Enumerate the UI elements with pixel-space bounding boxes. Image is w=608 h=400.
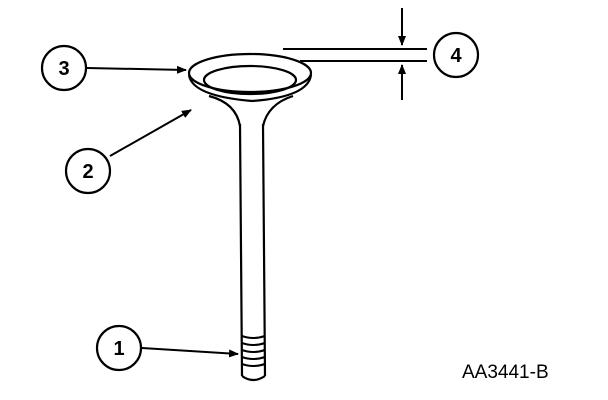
svg-text:4: 4 — [450, 45, 462, 67]
callout-1: 1 — [95, 324, 143, 372]
valve-head-inner — [202, 64, 298, 96]
callout-4: 4 — [432, 31, 480, 79]
valve-stem-right — [261, 123, 267, 377]
callout-2: 2 — [64, 147, 112, 195]
leader-lines — [86, 65, 239, 358]
leader-2 — [109, 109, 192, 157]
svg-text:1: 1 — [113, 338, 124, 360]
valve-stem-tip — [241, 375, 266, 382]
svg-text:3: 3 — [58, 58, 69, 80]
svg-text:2: 2 — [82, 161, 93, 183]
keeper-grooves — [241, 335, 266, 367]
margin-dimension — [283, 8, 427, 100]
valve-drawing — [187, 52, 313, 382]
figure-code: AA3441-B — [462, 362, 549, 383]
valve-face — [187, 74, 313, 103]
valve-stem-left — [238, 123, 244, 377]
leader-3 — [86, 65, 187, 74]
valve-fillet — [208, 94, 294, 127]
leader-1 — [141, 347, 239, 358]
valve-head-top — [187, 52, 313, 94]
callout-3: 3 — [40, 44, 88, 92]
